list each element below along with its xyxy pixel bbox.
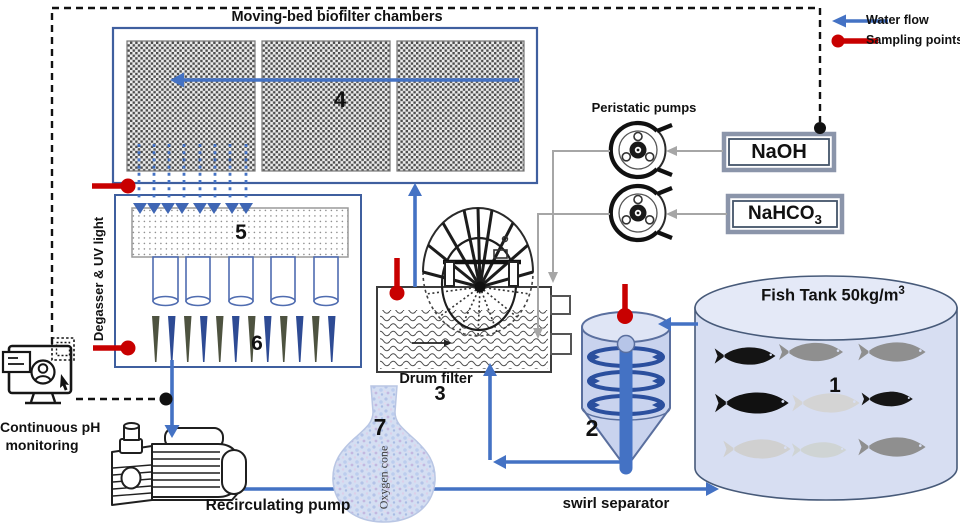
biofilter-chambers [111, 26, 539, 185]
fish-tank [694, 275, 958, 501]
sampling-point-biofilter [120, 178, 136, 194]
peristaltic-pump-naoh [611, 123, 673, 178]
degasser-number: 5 [235, 221, 247, 244]
drum-number: 3 [434, 383, 446, 405]
peristaltic-pumps-label: Peristatic pumps [591, 100, 697, 115]
sampling-legend-dot [831, 34, 845, 48]
swirl-separator [581, 311, 671, 475]
peristaltic-pump-nahco3 [611, 186, 673, 241]
dosing-arrowheads [533, 146, 677, 339]
legend [831, 14, 888, 48]
recirculating-pump [111, 422, 247, 506]
drum-wheel [422, 207, 534, 337]
biofilter-title: Moving-bed biofilter chambers [231, 9, 443, 25]
uv-number: 6 [251, 332, 263, 355]
sampling-points [92, 178, 633, 356]
ph-monitoring-dashed-lines [50, 6, 822, 401]
sampling-point-swirl [617, 308, 633, 324]
degasser-to-pump-line [164, 360, 180, 438]
fish-tank-label: Fish Tank 50kg/m3 [733, 285, 933, 305]
ph-junction-dot-pump-line [159, 392, 173, 406]
ph-monitoring-label-line1: Continuous pH [0, 419, 101, 435]
biofilter-chamber-2 [261, 40, 391, 172]
nahco3-label: NaHCO3 [733, 201, 837, 227]
sampling-point-drum [389, 285, 405, 301]
swirl-pipe-top-ball [616, 334, 636, 354]
ph-monitor-icon [1, 337, 75, 405]
nahco3-base: NaHCO [748, 203, 815, 224]
legend-sampling-label: Sampling points [866, 33, 960, 47]
oxygen-cone [332, 385, 436, 523]
biofilter-chamber-1 [126, 40, 256, 172]
degasser-side-label: Degasser & UV light [90, 216, 106, 342]
drum-filter [376, 207, 572, 373]
recirculating-pump-label: Recirculating pump [205, 497, 351, 514]
fish-tank-label-text: Fish Tank 50kg/m [761, 286, 899, 305]
water-flow-arrowheads [170, 72, 719, 496]
uv-lamps [152, 316, 336, 362]
naoh-label: NaOH [751, 141, 807, 163]
biofilter-chamber-3 [396, 40, 525, 172]
fish-tank-exponent: 3 [898, 285, 905, 297]
trickle-lines [137, 144, 248, 200]
drum-filter-label: Drum filter [399, 371, 473, 387]
dosing-lines [537, 150, 727, 330]
ph-monitoring-label-line2: monitoring [5, 437, 79, 453]
water-flow-legend-arrowhead [832, 14, 846, 28]
swirl-separator-label: swirl separator [562, 495, 670, 512]
sampling-point-uv [120, 340, 136, 356]
biofilter-number: 4 [333, 87, 347, 112]
degasser-tubes [152, 256, 339, 307]
nahco3-subscript: 3 [814, 211, 822, 227]
degasser-uv-unit [114, 194, 362, 368]
peristaltic-pumps [611, 123, 673, 241]
ph-junction-dot-naoh [814, 122, 826, 134]
oxygen-number: 7 [373, 414, 387, 440]
drum-water [380, 310, 548, 369]
swirl-ring-arrowheads [590, 352, 662, 410]
trickle-arrow-zigzag [133, 203, 253, 214]
oxygen-cone-label: Oxygen cone [376, 445, 391, 510]
chemical-tanks [721, 131, 845, 235]
water-flow-lines [180, 78, 710, 491]
fish-tank-number: 1 [829, 374, 841, 397]
legend-water-flow-label: Water flow [866, 13, 929, 27]
swirl-number: 2 [585, 415, 599, 441]
